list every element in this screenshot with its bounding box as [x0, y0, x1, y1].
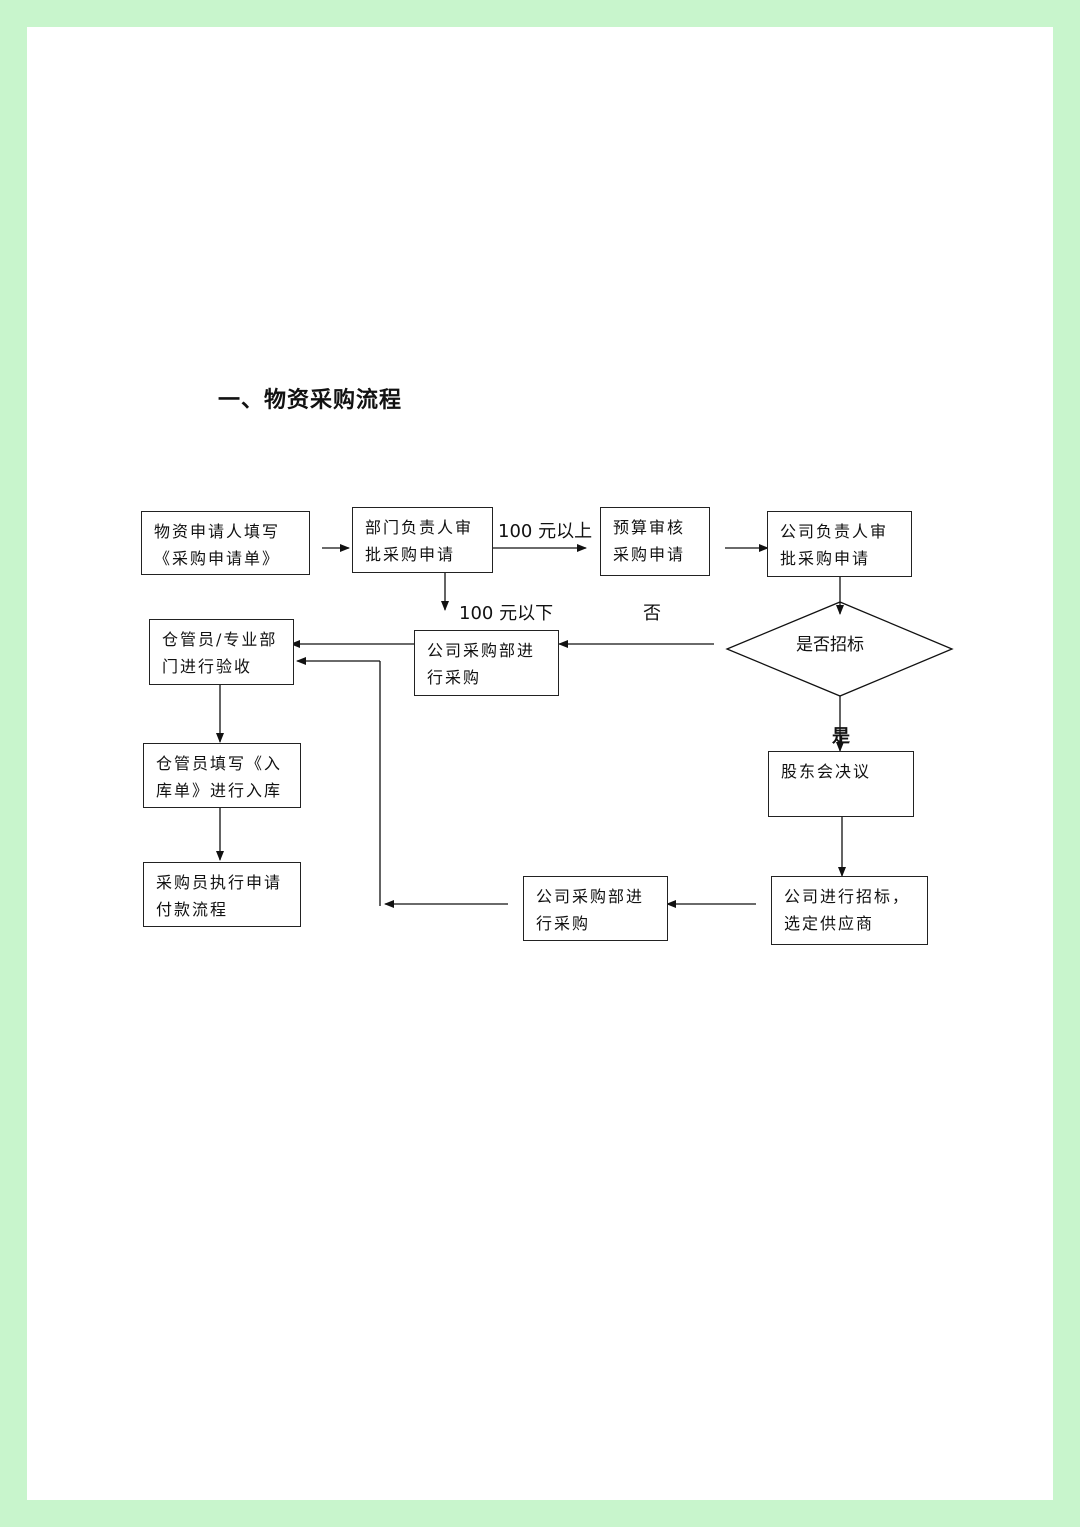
node-warehouse-entry-line-1: 仓管员填写《入: [156, 754, 283, 773]
node-purchase-dept-2-line-2: 行采购: [536, 914, 591, 933]
node-apply: 物资申请人填写 《采购申请单》: [141, 511, 310, 575]
node-budget-review: 预算审核 采购申请: [600, 507, 710, 576]
node-shareholder-line-1: 股东会决议: [781, 762, 872, 781]
node-apply-line-2: 《采购申请单》: [154, 549, 281, 568]
label-above-100: 100 元以上: [498, 521, 593, 542]
label-no: 否: [643, 603, 661, 624]
node-payment: 采购员执行申请 付款流程: [143, 862, 301, 927]
node-warehouse-check-line-1: 仓管员/专业部: [162, 630, 278, 649]
node-purchase-dept-2: 公司采购部进 行采购: [523, 876, 668, 941]
label-below-100: 100 元以下: [459, 603, 554, 624]
label-yes: 是: [832, 726, 850, 747]
node-dept-approve: 部门负责人审 批采购申请: [352, 507, 493, 573]
node-dept-approve-line-2: 批采购申请: [365, 545, 456, 564]
node-warehouse-check: 仓管员/专业部 门进行验收: [149, 619, 294, 685]
node-company-approve-line-2: 批采购申请: [780, 549, 871, 568]
node-company-approve-line-1: 公司负责人审: [780, 522, 889, 541]
node-warehouse-entry-line-2: 库单》进行入库: [156, 781, 283, 800]
decision-diamond: [725, 601, 954, 697]
node-company-approve: 公司负责人审 批采购申请: [767, 511, 912, 577]
node-tender-line-2: 选定供应商: [784, 914, 875, 933]
node-budget-review-line-2: 采购申请: [613, 545, 686, 564]
decision-label: 是否招标: [796, 635, 864, 655]
node-purchase-dept-1-line-2: 行采购: [427, 668, 482, 687]
node-budget-review-line-1: 预算审核: [613, 518, 686, 537]
node-shareholder: 股东会决议: [768, 751, 914, 817]
node-apply-line-1: 物资申请人填写: [154, 522, 281, 541]
node-warehouse-entry: 仓管员填写《入 库单》进行入库: [143, 743, 301, 808]
node-payment-line-1: 采购员执行申请: [156, 873, 283, 892]
node-purchase-dept-1-line-1: 公司采购部进: [427, 641, 536, 660]
node-purchase-dept-1: 公司采购部进 行采购: [414, 630, 559, 696]
node-payment-line-2: 付款流程: [156, 900, 229, 919]
node-tender-line-1: 公司进行招标，: [784, 887, 911, 906]
node-purchase-dept-2-line-1: 公司采购部进: [536, 887, 645, 906]
node-dept-approve-line-1: 部门负责人审: [365, 518, 474, 537]
page-title: 一、物资采购流程: [218, 388, 403, 413]
node-warehouse-check-line-2: 门进行验收: [162, 657, 253, 676]
node-tender: 公司进行招标， 选定供应商: [771, 876, 928, 945]
